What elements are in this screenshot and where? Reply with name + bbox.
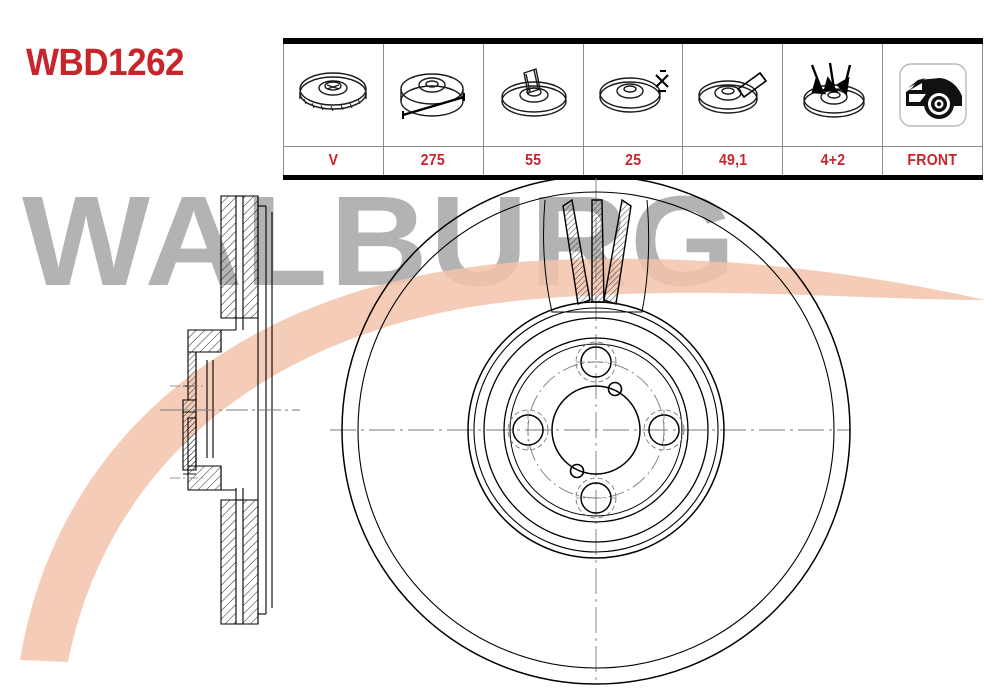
- spec-value-text: V: [328, 152, 339, 169]
- spec-cell-disc-type: [283, 44, 384, 146]
- spec-cell-thickness: [582, 44, 684, 146]
- spec-cell-boltholes: [782, 44, 884, 146]
- cross-section-view: [160, 195, 300, 625]
- brake-disc-diameter-icon: [400, 73, 466, 119]
- spec-cell-centerbore: [682, 44, 784, 146]
- brake-disc-boltholes-icon: [803, 62, 865, 118]
- spec-value-text: 55: [525, 152, 542, 169]
- brake-disc-height-icon: [501, 68, 567, 117]
- brake-disc-thickness-icon: [599, 70, 669, 113]
- spec-cell-diameter: [382, 44, 484, 146]
- spec-cell-height: [482, 44, 584, 146]
- spec-table: V 275 55 25 49,1 4+2 FRONT: [283, 38, 984, 180]
- front-view: [330, 175, 851, 685]
- spec-value-text: 49,1: [718, 152, 748, 169]
- vent-slot: [562, 198, 632, 305]
- spec-value-text: 4+2: [820, 152, 846, 169]
- spec-value-text: 275: [421, 152, 446, 169]
- spec-value-text: 25: [624, 152, 642, 169]
- brake-disc-vented-icon: [299, 72, 368, 112]
- spec-table-value-row: V 275 55 25 49,1 4+2 FRONT: [283, 146, 984, 175]
- brake-disc-centerbore-icon: [698, 71, 767, 114]
- spec-value-axle-position: FRONT: [882, 147, 984, 175]
- spec-cell-axle-position: [882, 44, 984, 146]
- spec-value-text: FRONT: [907, 152, 958, 169]
- car-front-axle-icon: [898, 63, 967, 127]
- spec-table-icon-row: [283, 44, 984, 146]
- product-code: WBD1262: [26, 42, 185, 84]
